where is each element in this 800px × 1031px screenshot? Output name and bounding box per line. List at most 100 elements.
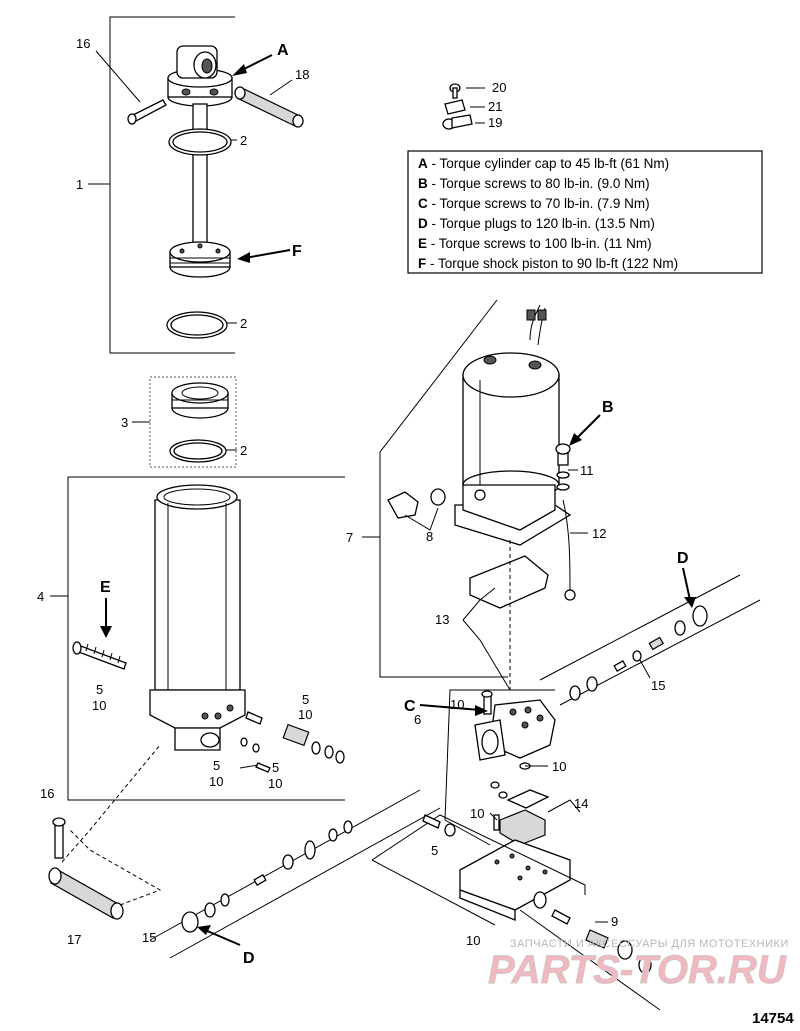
torque-note-a: A - Torque cylinder cap to 45 lb-ft (61 … <box>418 156 669 171</box>
leader-lines <box>95 50 651 923</box>
cylinder-cap <box>167 45 233 107</box>
clamp-19 <box>442 114 473 130</box>
torque-note-f: F - Torque shock piston to 90 lb-ft (122… <box>418 256 678 271</box>
valve-parts-5 <box>422 814 456 837</box>
torque-notes-box: A - Torque cylinder cap to 45 lb-ft (61 … <box>407 150 763 274</box>
torque-note-e: E - Torque screws to 100 lb-in. (11 Nm) <box>418 236 652 251</box>
bracket-part-7 <box>362 299 508 678</box>
callout-10-e: 10 <box>92 698 106 713</box>
shock-piston <box>169 241 231 278</box>
callout-5-body: 5 <box>302 692 309 707</box>
callout-18: 18 <box>295 67 309 82</box>
filter-14 <box>499 789 550 846</box>
gasket-13 <box>469 555 549 609</box>
callout-21: 21 <box>488 99 502 114</box>
callout-15-upper: 15 <box>651 678 665 693</box>
ground-lead-12 <box>562 499 576 601</box>
bracket-part-1 <box>88 16 235 354</box>
screw-20 <box>449 83 461 99</box>
callout-5-lower-b: 5 <box>272 760 279 775</box>
callout-14: 14 <box>574 796 588 811</box>
callout-10-filter: 10 <box>470 806 484 821</box>
pin-16-upper <box>127 99 167 125</box>
bracket-part-6 <box>444 689 555 846</box>
callout-10-lower-a: 10 <box>209 774 223 789</box>
arrow-d-upper <box>682 567 696 608</box>
callout-10-washer: 10 <box>552 759 566 774</box>
callout-1: 1 <box>76 177 83 192</box>
callout-16-lower: 16 <box>40 786 54 801</box>
dashed-guide-1 <box>61 744 161 863</box>
callout-6: 6 <box>414 712 421 727</box>
callout-a: A <box>277 42 289 59</box>
watermark-tagline: ЗАПЧАСТИ И АКСЕССУАРЫ ДЛЯ МОТОТЕХНИКИ <box>510 938 789 950</box>
fill-plug-8 <box>387 488 446 531</box>
pin-18 <box>234 86 304 128</box>
callout-d-upper: D <box>677 550 689 567</box>
pin-17 <box>48 867 124 920</box>
torque-note-d: D - Torque plugs to 120 lb-in. (13.5 Nm) <box>418 216 655 231</box>
callout-5-e: 5 <box>96 682 103 697</box>
manifold-block <box>459 839 571 921</box>
callout-5-lower-a: 5 <box>213 758 220 773</box>
callout-labels: 16 A 18 2 1 F 2 3 2 4 E 5 10 5 10 5 10 5… <box>37 36 689 967</box>
callout-5-manifold: 5 <box>431 843 438 858</box>
callout-9: 9 <box>611 914 618 929</box>
plug-9 <box>519 909 661 1011</box>
callout-15-lower: 15 <box>142 930 156 945</box>
torque-note-b: B - Torque screws to 80 lb-in. (9.0 Nm) <box>418 176 650 191</box>
bracket-part-10-lower <box>371 814 586 895</box>
callout-f: F <box>292 243 302 260</box>
callout-7: 7 <box>346 530 353 545</box>
callout-b: B <box>602 399 614 416</box>
small-parts-10 <box>490 781 508 831</box>
arrow-e <box>100 598 112 638</box>
callout-4: 4 <box>37 589 44 604</box>
callout-10-body: 10 <box>298 707 312 722</box>
pin-16-lower <box>52 817 66 859</box>
arrow-a <box>232 54 273 76</box>
pump-body-6 <box>474 699 556 761</box>
arrow-f <box>237 249 291 263</box>
callout-10-manifold: 10 <box>466 933 480 948</box>
arrow-c <box>419 704 488 716</box>
callout-8: 8 <box>426 529 433 544</box>
clip-nut-21 <box>444 99 466 115</box>
callout-d-lower: D <box>243 950 255 967</box>
callout-11: 11 <box>580 463 594 478</box>
arrow-b <box>569 414 601 446</box>
bracket-part-4 <box>50 476 345 801</box>
callout-16-upper: 16 <box>76 36 90 51</box>
torque-note-c: C - Torque screws to 70 lb-in. (7.9 Nm) <box>418 196 650 211</box>
watermark: ЗАПЧАСТИ И АКСЕССУАРЫ ДЛЯ МОТОТЕХНИКИ PA… <box>488 938 789 992</box>
screw-11 <box>555 443 571 491</box>
screw-10-pump <box>481 690 493 715</box>
bracket-part-3 <box>132 376 237 468</box>
lower-valve-train <box>149 789 441 959</box>
pump-motor <box>454 304 572 546</box>
callout-3: 3 <box>121 415 128 430</box>
cylinder-body <box>149 484 246 751</box>
callout-19: 19 <box>488 115 502 130</box>
callout-12: 12 <box>592 526 606 541</box>
callout-c: C <box>404 698 416 715</box>
callout-2-lower: 2 <box>240 443 247 458</box>
upper-valve-train <box>539 574 761 706</box>
figure-number: 14754 <box>752 1010 794 1027</box>
callout-10-lower-b: 10 <box>268 776 282 791</box>
callout-e: E <box>100 579 111 596</box>
callout-20: 20 <box>492 80 506 95</box>
callout-10-c: 10 <box>450 697 464 712</box>
callout-13: 13 <box>435 612 449 627</box>
callout-2-upper: 2 <box>240 133 247 148</box>
callout-17: 17 <box>67 932 81 947</box>
valve-parts-5-10 <box>240 711 345 773</box>
arrow-d-lower <box>197 925 241 946</box>
dashed-guide-2 <box>69 829 162 906</box>
shock-rod <box>192 103 208 253</box>
callout-2-middle: 2 <box>240 316 247 331</box>
screw-e <box>72 641 127 670</box>
watermark-brand: PARTS-TOR.RU <box>488 948 787 992</box>
piston-part-3 <box>171 382 229 419</box>
